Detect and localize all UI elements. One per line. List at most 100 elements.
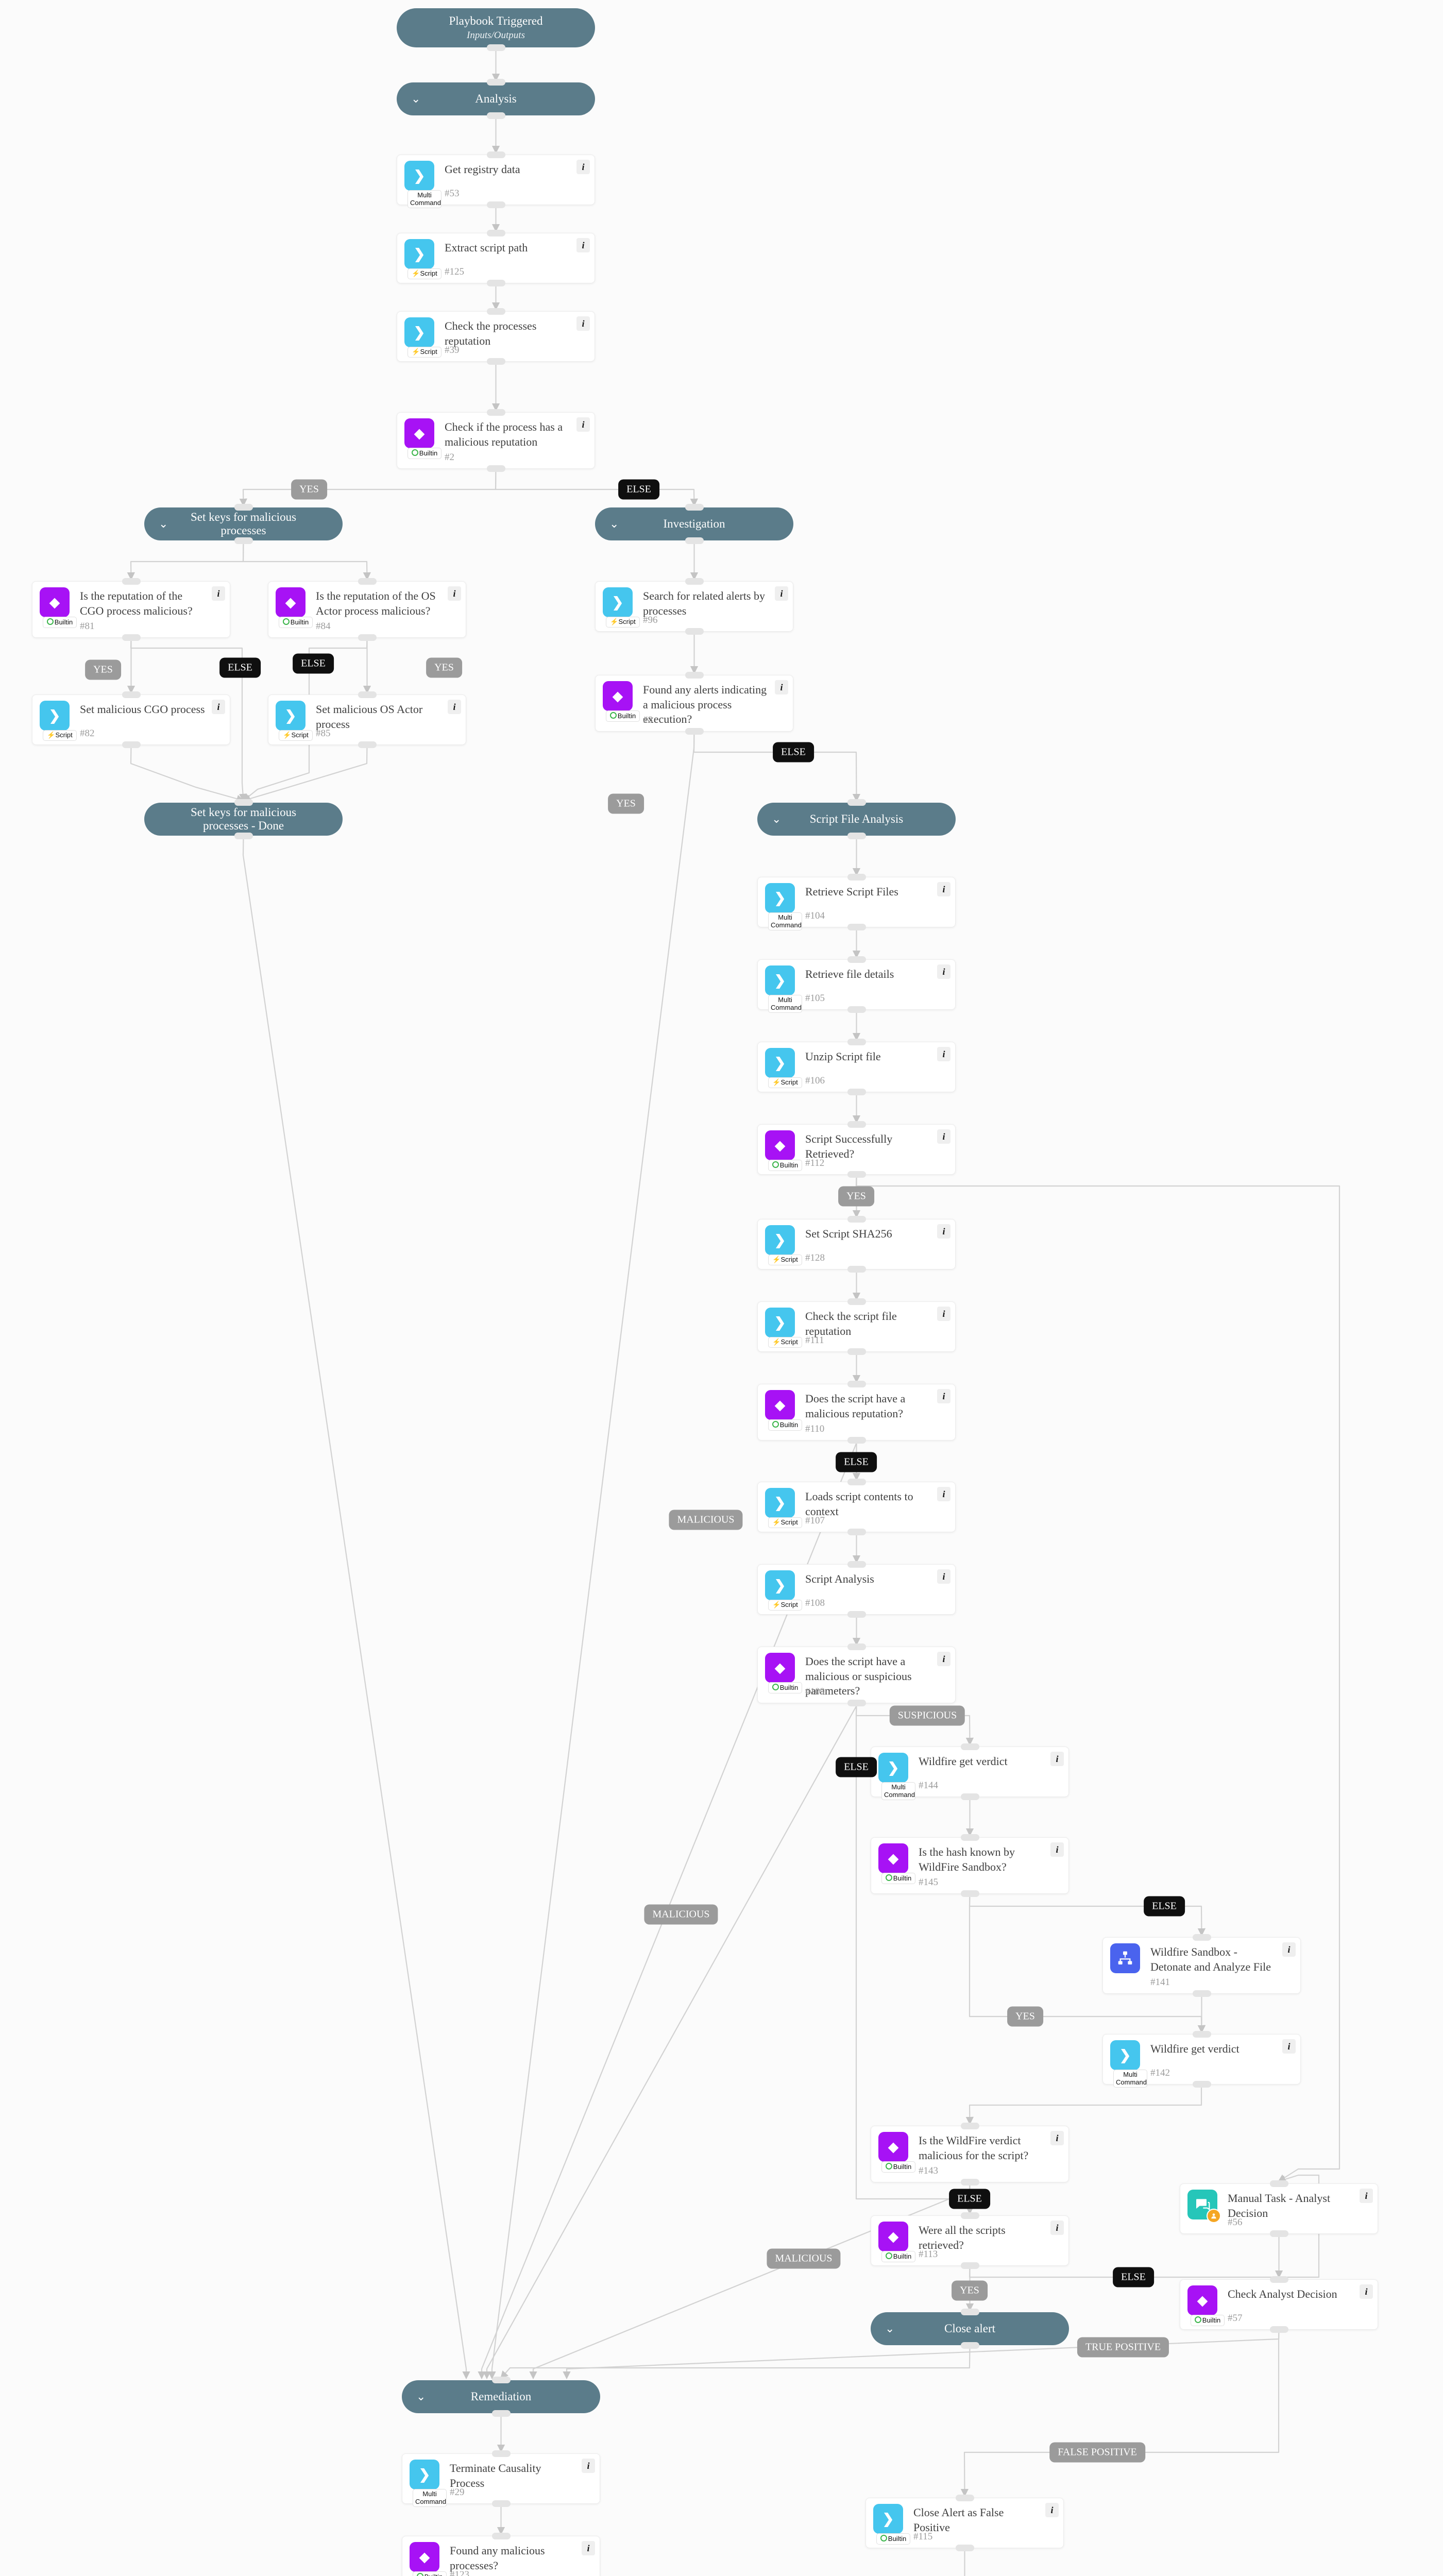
- node-t111[interactable]: ❯⚡Script Check the script file reputatio…: [757, 1298, 956, 1355]
- task-id: #96: [643, 615, 658, 625]
- node-c2[interactable]: ◆Builtin Check if the process has a mali…: [397, 409, 595, 472]
- info-icon[interactable]: i: [576, 316, 590, 331]
- info-icon[interactable]: i: [937, 964, 950, 979]
- info-icon[interactable]: i: [582, 2541, 595, 2555]
- info-icon[interactable]: i: [937, 1129, 950, 1144]
- node-p141[interactable]: Wildfire Sandbox - Detonate and Analyze …: [1102, 1934, 1301, 1997]
- node-t105[interactable]: ❯Multi Command Retrieve file details #10…: [757, 956, 956, 1013]
- node-start[interactable]: Playbook Triggered Inputs/Outputs: [397, 8, 595, 51]
- node-t108[interactable]: ❯⚡Script Script Analysis #108 i: [757, 1561, 956, 1618]
- node-t144[interactable]: ❯Multi Command Wildfire get verdict #144…: [871, 1743, 1069, 1801]
- task-title: Search for related alerts by processes: [643, 589, 765, 617]
- node-t128[interactable]: ❯⚡Script Set Script SHA256 #128 i: [757, 1216, 956, 1273]
- task-title: Were all the scripts retrieved?: [919, 2224, 1006, 2251]
- node-secRemediation[interactable]: ⌄ Remediation: [402, 2377, 600, 2417]
- info-icon[interactable]: i: [775, 680, 788, 694]
- chevron-down-icon[interactable]: ⌄: [411, 92, 421, 105]
- node-secInvestigation[interactable]: ⌄ Investigation: [595, 504, 793, 544]
- node-t115[interactable]: ❯Builtin Close Alert as False Positive #…: [865, 2495, 1064, 2551]
- info-icon[interactable]: i: [1050, 1752, 1064, 1766]
- info-icon[interactable]: i: [775, 586, 788, 601]
- info-icon[interactable]: i: [212, 700, 225, 714]
- info-icon[interactable]: i: [448, 586, 461, 601]
- integration-type-chip: ⚡Script: [43, 730, 77, 741]
- node-c84[interactable]: ◆Builtin Is the reputation of the OS Act…: [268, 578, 466, 641]
- chevron-down-icon[interactable]: ⌄: [885, 2322, 895, 2335]
- node-t104[interactable]: ❯Multi Command Retrieve Script Files #10…: [757, 874, 956, 931]
- node-secClose[interactable]: ⌄ Close alert: [871, 2309, 1069, 2349]
- connector-stub-bottom: [234, 537, 253, 544]
- node-c8[interactable]: ◆Builtin Found any alerts indicating a m…: [595, 672, 793, 735]
- chevron-down-icon[interactable]: ⌄: [609, 517, 619, 530]
- info-icon[interactable]: i: [448, 700, 461, 714]
- node-secSetkeysDone[interactable]: Set keys for malicious processes - Done: [144, 799, 343, 839]
- task-id: #106: [805, 1075, 825, 1086]
- connector-stub-bottom: [955, 2545, 974, 2551]
- info-icon[interactable]: i: [937, 1569, 950, 1584]
- connector-stub-bottom: [1269, 2326, 1288, 2333]
- info-icon[interactable]: i: [582, 2459, 595, 2473]
- info-icon[interactable]: i: [212, 586, 225, 601]
- chevron-down-icon[interactable]: ⌄: [416, 2390, 426, 2403]
- info-icon[interactable]: i: [937, 1047, 950, 1061]
- task-id: #123: [450, 2569, 469, 2576]
- connector-stub-bottom: [847, 1529, 866, 1535]
- info-icon[interactable]: i: [937, 1652, 950, 1666]
- node-t82[interactable]: ❯⚡Script Set malicious CGO process #82 i: [32, 691, 230, 748]
- info-icon[interactable]: i: [1282, 1942, 1296, 1957]
- info-icon[interactable]: i: [937, 1487, 950, 1501]
- info-icon[interactable]: i: [1050, 2221, 1064, 2235]
- node-t53[interactable]: ❯Multi Command Get registry data #53 i: [397, 151, 595, 209]
- node-t85[interactable]: ❯⚡Script Set malicious OS Actor process …: [268, 691, 466, 748]
- info-icon[interactable]: i: [937, 1307, 950, 1321]
- node-c57[interactable]: ◆Builtin Check Analyst Decision #57 i: [1180, 2276, 1378, 2333]
- info-icon[interactable]: i: [1045, 2503, 1059, 2517]
- connector-stub-top: [234, 504, 253, 511]
- node-t29[interactable]: ❯Multi Command Terminate Causality Proce…: [402, 2450, 600, 2507]
- node-m56[interactable]: Manual Task - Analyst Decision #56 i: [1180, 2180, 1378, 2237]
- node-c110[interactable]: ◆Builtin Does the script have a maliciou…: [757, 1381, 956, 1444]
- info-icon[interactable]: i: [576, 417, 590, 432]
- node-secSfa[interactable]: ⌄ Script File Analysis: [757, 799, 956, 839]
- integration-type-chip: Builtin: [881, 2161, 915, 2173]
- integration-type-chip: Multi Command: [768, 912, 802, 931]
- task-id: #111: [805, 1335, 824, 1346]
- node-t106[interactable]: ❯⚡Script Unzip Script file #106 i: [757, 1039, 956, 1095]
- chevron-down-icon[interactable]: ⌄: [159, 517, 168, 530]
- chevron-down-icon[interactable]: ⌄: [772, 812, 782, 825]
- info-icon[interactable]: i: [1282, 2039, 1296, 2054]
- node-t39[interactable]: ❯⚡Script Check the processes reputation …: [397, 308, 595, 365]
- node-c112[interactable]: ◆Builtin Script Successfully Retrieved? …: [757, 1121, 956, 1178]
- info-icon[interactable]: i: [937, 882, 950, 896]
- node-c113[interactable]: ◆Builtin Were all the scripts retrieved?…: [871, 2212, 1069, 2269]
- connector-stub-bottom: [847, 1171, 866, 1178]
- info-icon[interactable]: i: [576, 160, 590, 174]
- node-c109[interactable]: ◆Builtin Does the script have a maliciou…: [757, 1643, 956, 1706]
- info-icon[interactable]: i: [1360, 2189, 1373, 2203]
- branch-label-yes: YES: [426, 657, 462, 678]
- node-t96[interactable]: ❯⚡Script Search for related alerts by pr…: [595, 578, 793, 635]
- info-icon[interactable]: i: [937, 1224, 950, 1239]
- node-t142[interactable]: ❯Multi Command Wildfire get verdict #142…: [1102, 2031, 1301, 2088]
- info-icon[interactable]: i: [1050, 2131, 1064, 2145]
- node-secSetkeys[interactable]: ⌄ Set keys for malicious processes: [144, 504, 343, 544]
- info-icon[interactable]: i: [1360, 2284, 1373, 2299]
- info-icon[interactable]: i: [576, 238, 590, 252]
- info-icon[interactable]: i: [937, 1389, 950, 1403]
- lightning-icon: ⚡: [47, 731, 56, 739]
- node-t125[interactable]: ❯⚡Script Extract script path #125 i: [397, 230, 595, 286]
- builtin-logo-icon: [880, 2535, 887, 2541]
- node-c81[interactable]: ◆Builtin Is the reputation of the CGO pr…: [32, 578, 230, 641]
- task-id: #141: [1150, 1977, 1170, 1988]
- connector-stub-top: [960, 1834, 979, 1841]
- node-t107[interactable]: ❯⚡Script Loads script contents to contex…: [757, 1479, 956, 1535]
- connector-stub-top: [847, 874, 866, 880]
- node-c123[interactable]: ◆Builtin Found any malicious processes? …: [402, 2533, 600, 2576]
- node-c145[interactable]: ◆Builtin Is the hash known by WildFire S…: [871, 1834, 1069, 1897]
- task-id: #107: [805, 1515, 825, 1526]
- node-secAnalysis[interactable]: ⌄ Analysis: [397, 79, 595, 119]
- node-c143[interactable]: ◆Builtin Is the WildFire verdict malicio…: [871, 2123, 1069, 2185]
- info-icon[interactable]: i: [1050, 1842, 1064, 1857]
- connector-stub-bottom: [960, 1890, 979, 1897]
